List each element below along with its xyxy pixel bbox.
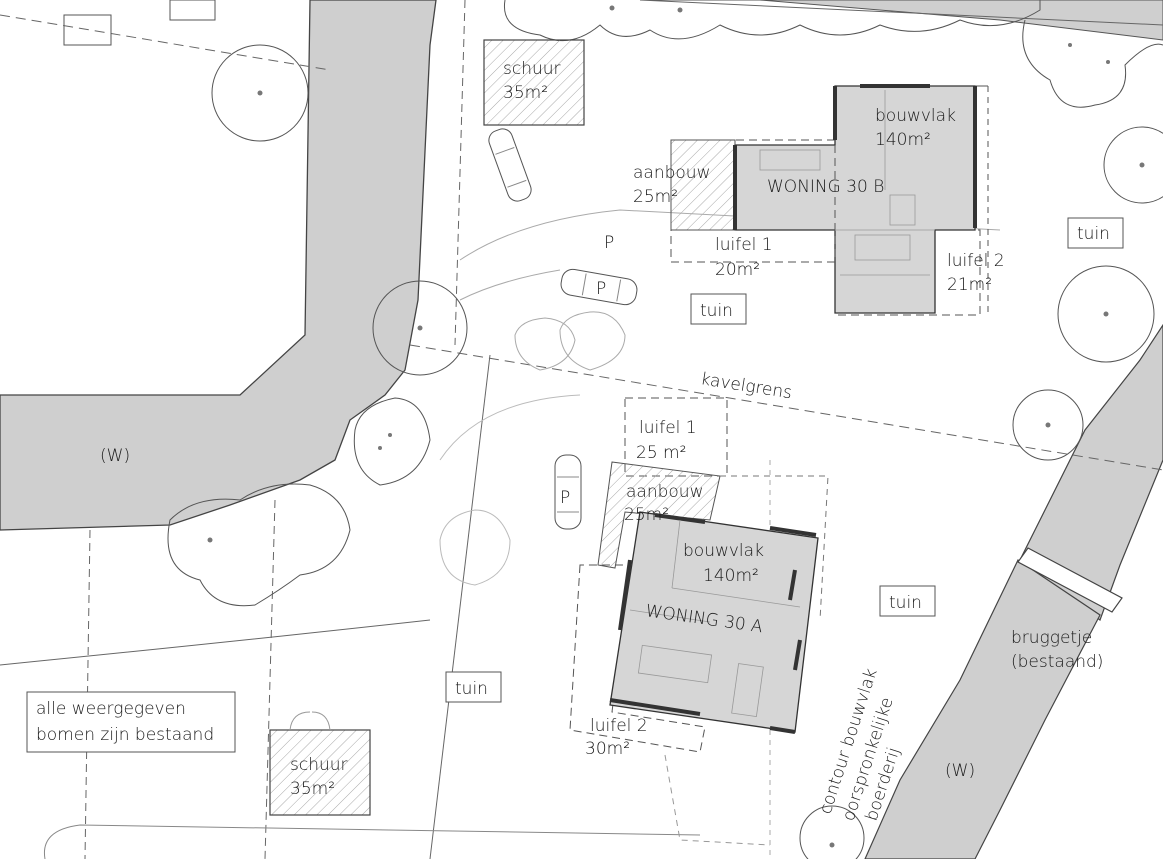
water-strip-top (640, 0, 1163, 41)
label-luifel2-a: luifel 2 (590, 716, 648, 736)
aanbouw-b (670, 139, 736, 231)
structure-top-left-2 (169, 0, 216, 21)
label-schuur-bottom: schuur (290, 755, 348, 775)
bridge-bruggetje (1017, 547, 1123, 613)
label-luifel1-b: luifel 1 (715, 235, 773, 255)
label-tuin-4: tuin (455, 679, 488, 699)
shed-bottom (269, 729, 371, 816)
woning-30b (670, 84, 989, 316)
label-luifel1-b-area: 20m² (715, 260, 760, 280)
tuin-box-3 (879, 585, 936, 617)
label-luifel2-b: luifel 2 (947, 251, 1005, 271)
label-bouwvlak-b-area: 140m² (875, 130, 931, 150)
water-canal-left (0, 0, 437, 531)
structure-top-left (63, 14, 112, 46)
tuin-box-4 (445, 671, 502, 703)
label-luifel1-a: luifel 1 (639, 418, 697, 438)
shed-top (483, 39, 585, 126)
label-p-car-bottom: P (560, 488, 570, 508)
label-tuin-2: tuin (700, 301, 733, 321)
label-bouwvlak-a-area: 140m² (703, 566, 759, 586)
label-water-right: (W) (945, 761, 975, 781)
label-note-line1: alle weergegeven (36, 699, 186, 719)
label-bruggetje: bruggetje (1011, 628, 1092, 648)
tuin-box-1 (1067, 217, 1124, 249)
shed-bottom-door (289, 711, 331, 731)
label-aanbouw-a: aanbouw (626, 482, 703, 502)
label-bruggetje-sub: (bestaand) (1011, 652, 1103, 672)
water-canal-right-south (864, 559, 1101, 859)
label-kavelgrens: kavelgrens (699, 369, 793, 403)
label-schuur-top: schuur (503, 59, 561, 79)
label-tuin-1: tuin (1077, 224, 1110, 244)
tuin-box-2 (690, 293, 747, 325)
label-bouwvlak-a: bouwvlak (683, 541, 764, 561)
note-box (26, 691, 236, 753)
label-woning-b: WONING 30 B (767, 177, 884, 197)
label-note-line2: bomen zijn bestaand (36, 725, 214, 745)
label-tuin-3: tuin (889, 593, 922, 613)
contour-original-farm (664, 754, 771, 846)
car-bottom-parked (554, 454, 582, 530)
label-aanbouw-b: aanbouw (633, 163, 710, 183)
label-p-car-top: P (596, 279, 606, 299)
label-schuur-top-area: 35m² (503, 83, 548, 103)
label-luifel2-a-area: 30m² (585, 739, 630, 759)
label-luifel2-b-area: 21m² (947, 275, 992, 295)
tree-centres (207, 5, 1145, 848)
label-aanbouw-b-area: 25m² (633, 187, 678, 207)
label-water-left: (W) (100, 446, 130, 466)
label-bouwvlak-b: bouwvlak (875, 106, 956, 126)
label-aanbouw-a-area: 25m² (624, 505, 669, 525)
label-schuur-bottom-area: 35m² (290, 779, 335, 799)
label-luifel1-a-area: 25 m² (636, 443, 686, 463)
car-top-parked (560, 268, 638, 306)
woning-30a (569, 397, 829, 753)
luifel1-b-area (670, 139, 836, 263)
trees (167, 0, 1163, 859)
car-top-left (488, 128, 532, 202)
label-p-top: P (604, 233, 614, 253)
